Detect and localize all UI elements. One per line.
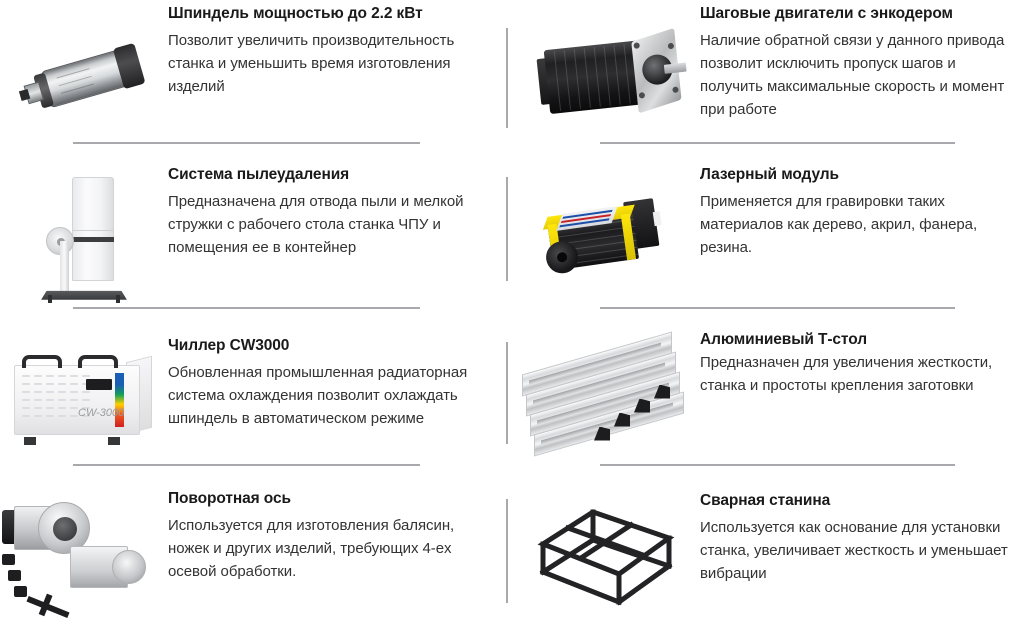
feature-card-spindle: Шпиндель мощностью до 2.2 кВт Позволит у…	[0, 0, 512, 155]
feature-card-welded-bed: Сварная станина Используется как основан…	[512, 475, 1024, 627]
feature-text: Шпиндель мощностью до 2.2 кВт Позволит у…	[168, 2, 512, 99]
feature-title: Система пылеудаления	[168, 166, 350, 183]
stepper-motor-art	[527, 26, 687, 131]
feature-text: Система пылеудаления Предназначена для о…	[168, 157, 512, 260]
spindle-art	[11, 29, 156, 129]
feature-title: Поворотная ось	[168, 490, 291, 507]
feature-title: Чиллер CW3000	[168, 337, 290, 354]
feature-description: Позволит увеличить производительность ст…	[168, 32, 455, 95]
feature-description: Используется как основание для установки…	[700, 519, 1008, 582]
stepper-motor-image	[512, 2, 700, 155]
feature-description: Предназначен для увеличения жесткости, с…	[700, 354, 993, 395]
chiller-brand-label: CW-3000	[78, 406, 125, 419]
column-divider	[506, 342, 508, 444]
welded-frame-art	[531, 498, 681, 606]
feature-title: Сварная станина	[700, 492, 831, 509]
feature-text: Шаговые двигатели с энкодером Наличие об…	[700, 2, 1024, 122]
feature-text: Лазерный модуль Применяется для гравиров…	[700, 157, 1024, 260]
row-divider	[600, 464, 955, 466]
column-divider	[506, 177, 508, 281]
feature-card-stepper: Шаговые двигатели с энкодером Наличие об…	[512, 0, 1024, 155]
feature-description: Наличие обратной связи у данного привода…	[700, 32, 1005, 118]
dust-collector-image	[0, 157, 168, 320]
aluminium-t-slot-table-image	[512, 322, 700, 475]
row-divider	[73, 307, 420, 309]
feature-text: Чиллер CW3000 Обновленная промышленная р…	[168, 322, 512, 431]
feature-description: Используется для изготовления балясин, н…	[168, 517, 455, 580]
dust-collector-art	[38, 175, 130, 303]
chiller-art: CW-3000	[8, 349, 160, 449]
laser-module-art	[531, 185, 682, 292]
feature-text: Поворотная ось Используется для изготовл…	[168, 477, 512, 584]
row-divider	[600, 142, 955, 144]
feature-title: Алюминиевый Т-стол	[700, 331, 867, 348]
feature-text: Алюминиевый Т-стол Предназначен для увел…	[700, 322, 1024, 398]
rotary-axis-art	[0, 492, 168, 619]
feature-card-dust-extraction: Система пылеудаления Предназначена для о…	[0, 155, 512, 320]
feature-text: Сварная станина Используется как основан…	[700, 477, 1024, 586]
feature-description: Обновленная промышленная радиаторная сис…	[168, 364, 468, 427]
feature-description: Предназначена для отвода пыли и мелкой с…	[168, 193, 464, 256]
chiller-cw3000-image: CW-3000	[0, 322, 168, 475]
column-divider	[506, 28, 508, 128]
column-divider	[506, 499, 508, 603]
row-divider	[73, 464, 420, 466]
feature-title: Шаговые двигатели с энкодером	[700, 5, 953, 22]
row-divider	[600, 307, 955, 309]
feature-description: Применяется для гравировки таких материа…	[700, 193, 978, 256]
feature-title: Лазерный модуль	[700, 166, 839, 183]
feature-card-laser-module: Лазерный модуль Применяется для гравиров…	[512, 155, 1024, 320]
feature-card-rotary-axis: Поворотная ось Используется для изготовл…	[0, 475, 512, 627]
t-slot-table-art	[522, 330, 690, 457]
spindle-motor-image	[0, 2, 168, 155]
laser-module-image	[512, 157, 700, 320]
row-divider	[73, 142, 420, 144]
feature-card-chiller: CW-3000 Чиллер CW3000 Обновленная промыш…	[0, 320, 512, 475]
rotary-axis-image	[0, 477, 168, 627]
welded-steel-frame-image	[512, 477, 700, 627]
feature-card-t-slot-table: Алюминиевый Т-стол Предназначен для увел…	[512, 320, 1024, 475]
feature-title: Шпиндель мощностью до 2.2 кВт	[168, 5, 423, 22]
